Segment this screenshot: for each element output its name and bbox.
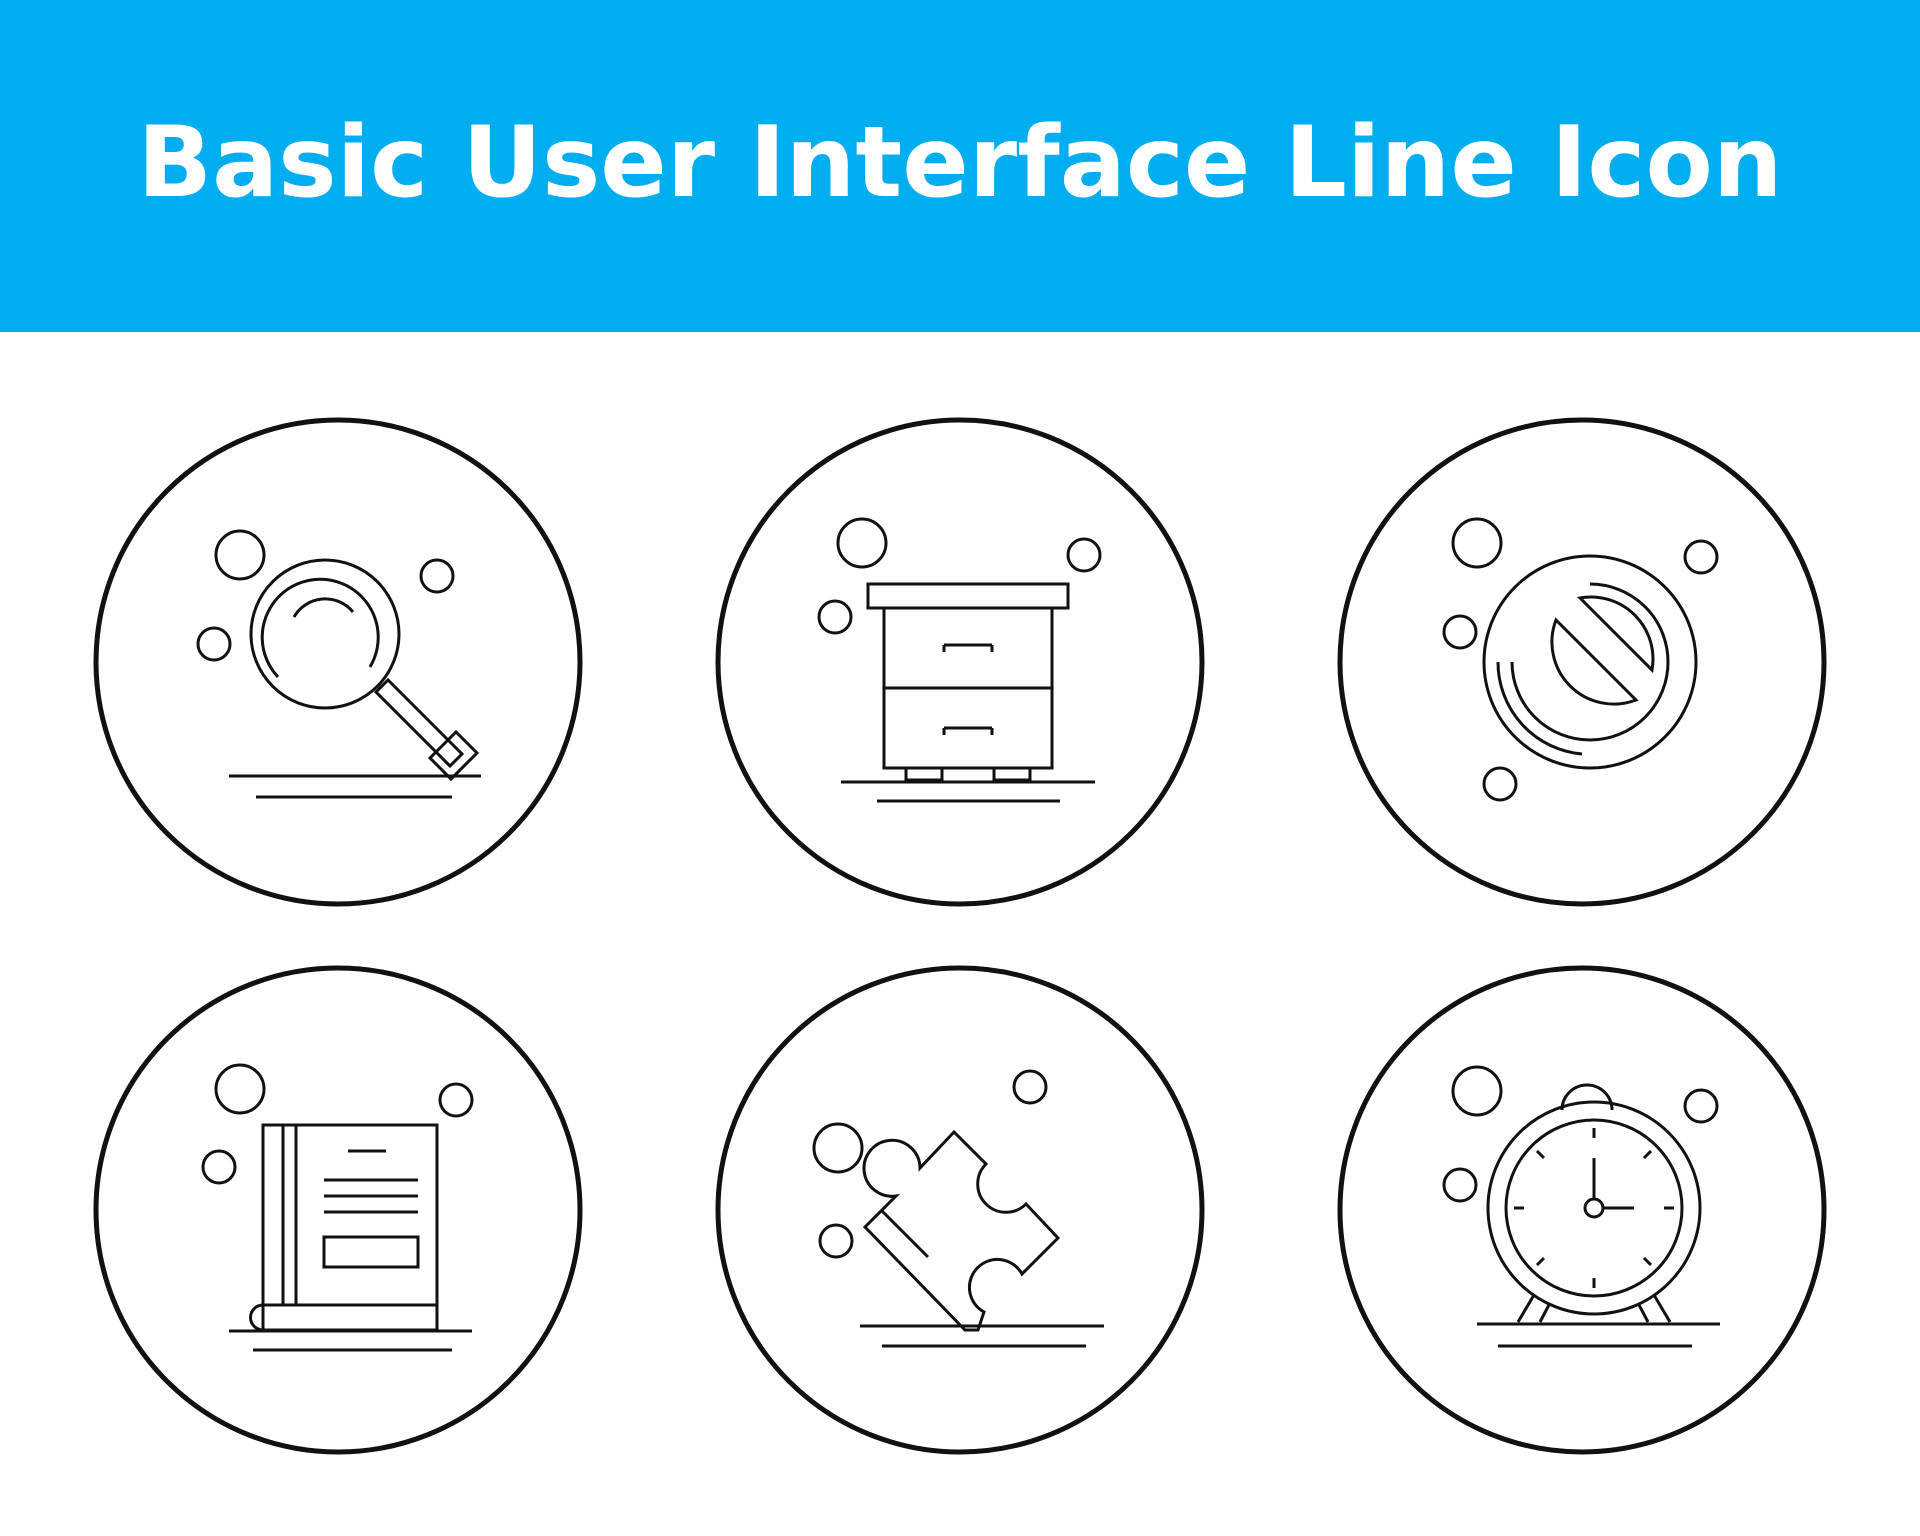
- icon-ring: [1337, 965, 1827, 1455]
- page-title: Basic User Interface Line Icon: [137, 106, 1783, 220]
- icon-ring: [93, 965, 583, 1455]
- alarm-clock-icon: [1337, 965, 1827, 1455]
- cabinet-icon-tile: [710, 412, 1210, 912]
- book-icon-tile: [88, 960, 588, 1460]
- blocked-icon: [1337, 417, 1827, 907]
- icon-ring: [1337, 417, 1827, 907]
- icon-ring: [715, 417, 1205, 907]
- alarm-clock-icon-tile: [1332, 960, 1832, 1460]
- cabinet-icon: [715, 417, 1205, 907]
- title-banner: Basic User Interface Line Icon: [0, 0, 1920, 332]
- search-icon: [93, 417, 583, 907]
- icon-ring: [93, 417, 583, 907]
- book-icon: [93, 965, 583, 1455]
- puzzle-icon: [715, 965, 1205, 1455]
- puzzle-icon-tile: [710, 960, 1210, 1460]
- blocked-icon-tile: [1332, 412, 1832, 912]
- search-icon-tile: [88, 412, 588, 912]
- icon-ring: [715, 965, 1205, 1455]
